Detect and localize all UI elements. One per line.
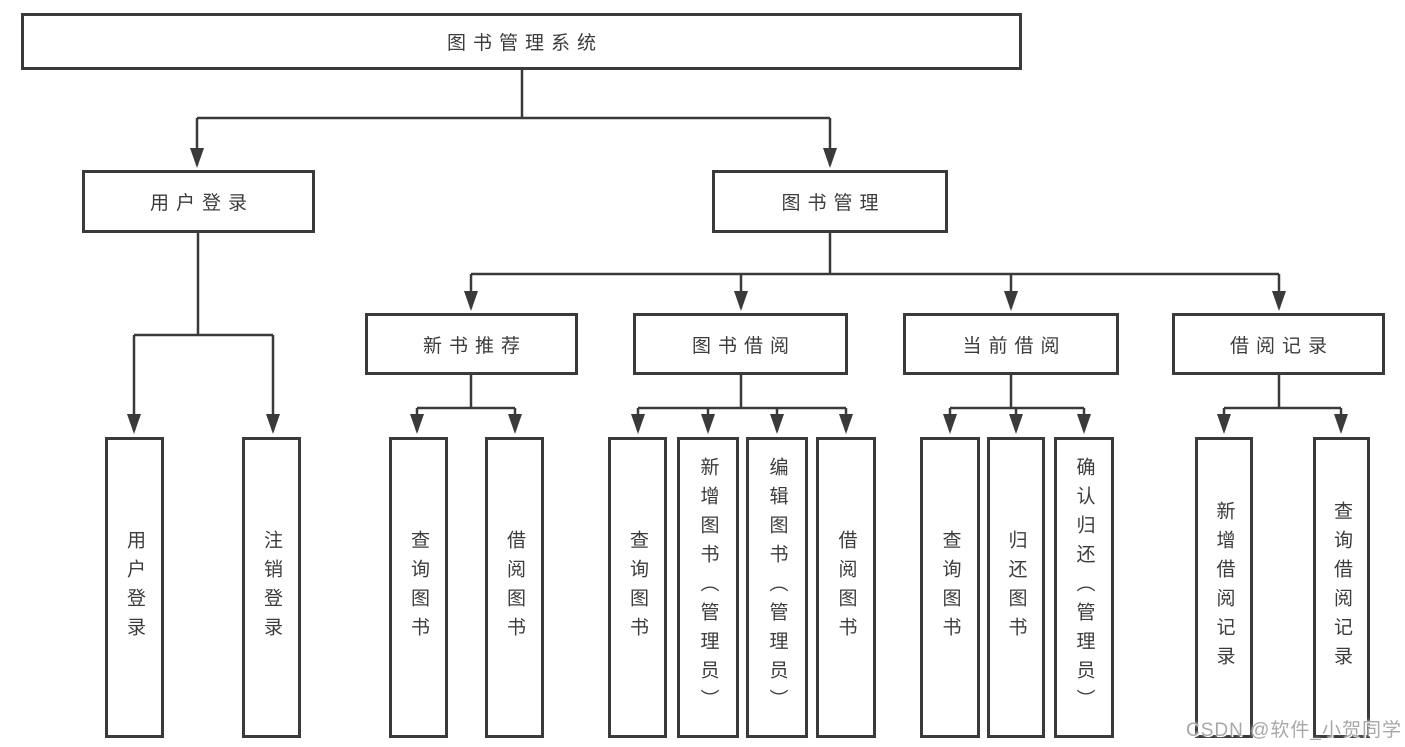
leaf-query-book-2-label: 查询图书 bbox=[627, 529, 648, 646]
node-borrow-records-label: 借阅记录 bbox=[1229, 335, 1334, 357]
leaf-query-book-1-label: 查询图书 bbox=[408, 529, 429, 646]
leaf-logout-label: 注销登录 bbox=[261, 529, 282, 646]
node-book-mgmt: 图书管理 bbox=[712, 170, 948, 233]
node-new-book-recommend-label: 新书推荐 bbox=[422, 335, 527, 357]
leaf-query-book-1: 查询图书 bbox=[389, 437, 448, 738]
leaf-borrow-book-2-label: 借阅图书 bbox=[835, 529, 857, 646]
leaf-return-book-label: 归还图书 bbox=[1005, 529, 1027, 646]
node-root: 图书管理系统 bbox=[21, 13, 1022, 70]
leaf-add-book-admin: 新增图书（管理员） bbox=[677, 437, 739, 738]
node-root-label: 图书管理系统 bbox=[446, 33, 603, 54]
leaf-user-login-label: 用户登录 bbox=[124, 529, 145, 646]
leaf-borrow-book-1-label: 借阅图书 bbox=[504, 529, 525, 646]
leaf-borrow-book-2: 借阅图书 bbox=[816, 437, 876, 738]
leaf-edit-book-admin-label: 编辑图书（管理员） bbox=[766, 457, 788, 718]
node-book-borrow: 图书借阅 bbox=[633, 313, 848, 375]
node-new-book-recommend: 新书推荐 bbox=[365, 313, 578, 375]
node-current-borrow: 当前借阅 bbox=[903, 313, 1119, 375]
node-borrow-records: 借阅记录 bbox=[1172, 313, 1385, 375]
watermark: CSDN @软件_小贺同学 bbox=[1186, 720, 1402, 741]
leaf-query-borrow-record: 查询借阅记录 bbox=[1313, 437, 1370, 738]
leaf-logout: 注销登录 bbox=[242, 437, 301, 738]
leaf-confirm-return-admin: 确认归还（管理员） bbox=[1054, 437, 1114, 738]
leaf-add-borrow-record: 新增借阅记录 bbox=[1195, 437, 1253, 738]
leaf-query-book-2: 查询图书 bbox=[608, 437, 667, 738]
node-current-borrow-label: 当前借阅 bbox=[962, 335, 1067, 357]
leaf-query-book-3: 查询图书 bbox=[920, 437, 980, 738]
leaf-user-login: 用户登录 bbox=[105, 437, 164, 738]
node-book-borrow-label: 图书借阅 bbox=[691, 335, 796, 357]
leaf-edit-book-admin: 编辑图书（管理员） bbox=[746, 437, 808, 738]
leaf-return-book: 归还图书 bbox=[987, 437, 1045, 738]
leaf-borrow-book-1: 借阅图书 bbox=[485, 437, 544, 738]
node-user-login: 用户登录 bbox=[82, 170, 315, 233]
leaf-query-book-3-label: 查询图书 bbox=[939, 529, 961, 646]
leaf-add-book-admin-label: 新增图书（管理员） bbox=[697, 457, 719, 718]
node-user-login-label: 用户登录 bbox=[149, 193, 254, 214]
node-book-mgmt-label: 图书管理 bbox=[781, 193, 886, 214]
leaf-query-borrow-record-label: 查询借阅记录 bbox=[1331, 500, 1352, 675]
leaf-confirm-return-admin-label: 确认归还（管理员） bbox=[1073, 457, 1095, 718]
leaf-add-borrow-record-label: 新增借阅记录 bbox=[1213, 500, 1235, 675]
